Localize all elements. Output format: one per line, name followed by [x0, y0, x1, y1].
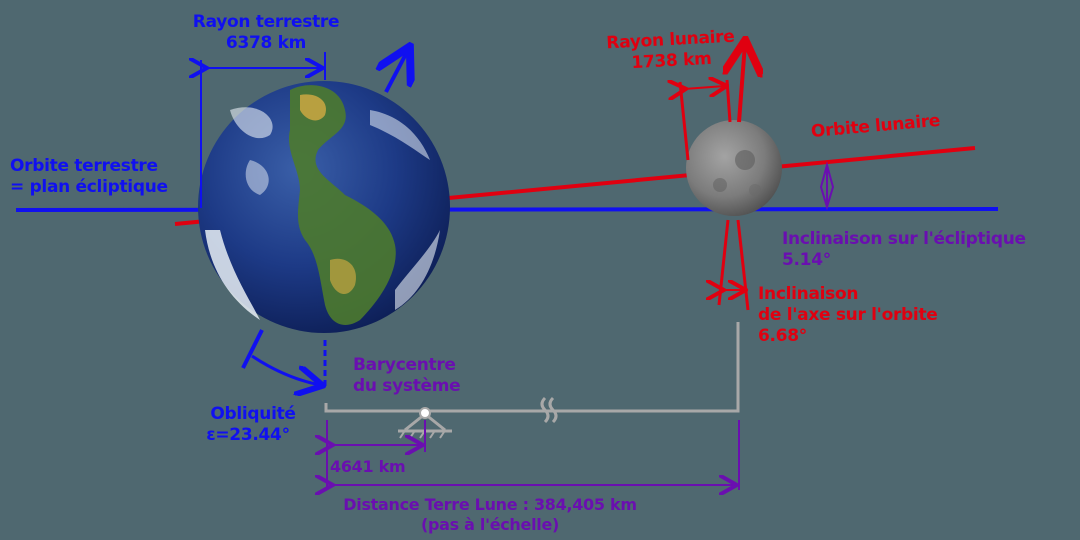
earth-axis-south	[241, 329, 264, 369]
moon-globe	[686, 120, 782, 216]
moon-axis-tilt-line1: Inclinaison	[758, 284, 859, 304]
earth-orbit-line1: Orbite terrestre	[10, 156, 158, 176]
earth-radius-dimension	[201, 52, 326, 208]
earth-radius-label: Rayon terrestre 6378 km	[186, 12, 346, 54]
ecliptic-inclination-title: Inclinaison sur l'écliptique	[782, 229, 1026, 249]
moon-radius-dimension	[680, 80, 732, 161]
moon-axis-arrow	[739, 44, 745, 123]
earth-moon-distance-text: Distance Terre Lune : 384,405 km	[343, 495, 637, 514]
ecliptic-inclination-label: Inclinaison sur l'écliptique 5.14°	[782, 229, 1026, 271]
earth-radius-value: 6378 km	[225, 33, 307, 53]
earth-moon-distance-dimension	[331, 420, 740, 490]
moon-axis-tilt-label: Inclinaison de l'axe sur l'orbite 6.68°	[758, 284, 938, 347]
earth-axis-arrow	[386, 50, 408, 93]
moon-axis-south-1	[717, 219, 730, 306]
barycentre-line1: Barycentre	[353, 355, 456, 375]
barycentre-distance-label: 4641 km	[330, 456, 406, 477]
earth-moon-distance-label: Distance Terre Lune : 384,405 km (pas à …	[330, 495, 650, 535]
obliquity-title: Obliquité	[210, 404, 296, 424]
moon-axis-tilt-value: 6.68°	[758, 326, 807, 346]
moon-axis-south-2	[736, 219, 750, 311]
barycentre-point	[419, 407, 431, 419]
earth-orbit-line2: = plan écliptique	[10, 177, 168, 197]
moon-axis-tilt-line2: de l'axe sur l'orbite	[758, 305, 938, 325]
obliquity-value: ε=23.44°	[206, 425, 290, 445]
earth-globe	[198, 81, 450, 333]
ecliptic-plane-line	[15, 207, 999, 212]
barycentre-distance-value: 4641 km	[330, 457, 406, 476]
moon-radius-label: Rayon lunaire 1738 km	[595, 26, 747, 76]
earth-radius-title: Rayon terrestre	[192, 12, 340, 32]
ecliptic-inclination-value: 5.14°	[782, 250, 831, 270]
barycentre-line2: du système	[353, 376, 461, 396]
earth-orbit-label: Orbite terrestre = plan écliptique	[10, 156, 168, 198]
obliquity-label: Obliquité ε=23.44°	[198, 404, 308, 446]
barycentre-beam	[324, 322, 740, 439]
barycentre-label: Barycentre du système	[353, 355, 461, 397]
earth-moon-distance-note: (pas à l'échelle)	[420, 515, 560, 534]
obliquity-arc	[251, 354, 320, 385]
